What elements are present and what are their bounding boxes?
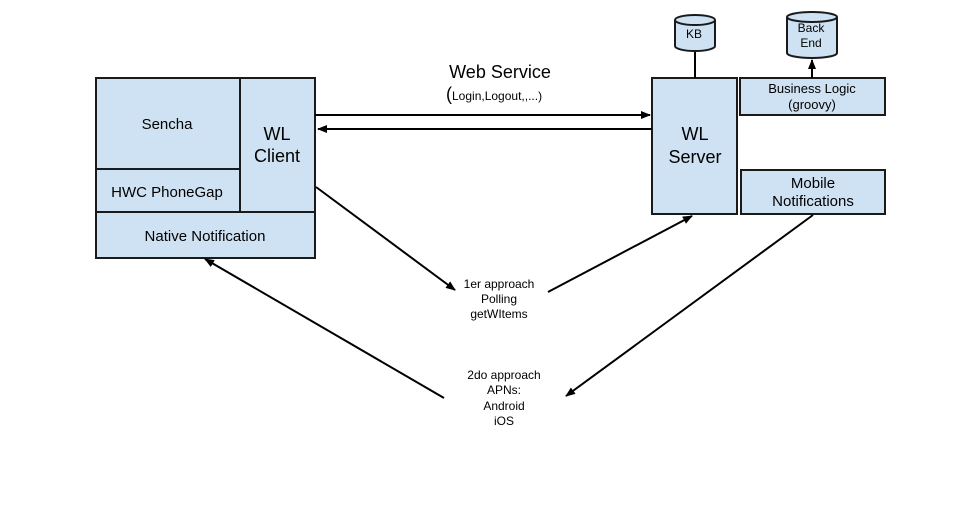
kb-label: KB — [686, 27, 702, 41]
approach2-line1: 2do approach — [467, 368, 540, 382]
client-to-polling-arrow — [315, 186, 456, 291]
wl-client-box — [239, 77, 316, 213]
sencha-box — [95, 77, 241, 170]
business-logic-box — [739, 77, 886, 116]
polling-to-server-arrow — [547, 215, 693, 293]
approach1-line2: Polling — [481, 292, 517, 306]
sencha-label: Sencha — [142, 116, 194, 133]
wl-client-label-line1: WL — [264, 124, 291, 144]
approach2-line4: iOS — [494, 414, 514, 428]
approach1-line3: getWItems — [470, 307, 527, 321]
back-end-label-line1: Back — [798, 21, 826, 35]
business-logic-label-line1: Business Logic — [768, 81, 856, 96]
wl-client-label-line2: Client — [254, 146, 300, 166]
hwc-phonegap-box — [95, 168, 241, 213]
native-notification-box — [95, 211, 316, 259]
kb-database-icon — [674, 14, 716, 52]
back-end-database-icon — [786, 11, 838, 59]
mobile-notifications-label-line1: Mobile — [791, 175, 835, 192]
wl-server-label-line1: WL — [682, 124, 709, 144]
web-service-title: Web Service — [449, 62, 551, 82]
wl-server-label-line2: Server — [668, 147, 721, 167]
approach2-line3: Android — [483, 399, 524, 413]
native-notification-label: Native Notification — [145, 228, 266, 245]
mobile-notifications-to-push-arrow — [565, 214, 814, 397]
web-service-detail: (Login,Logout,,...) — [446, 84, 542, 104]
hwc-phonegap-label: HWC PhoneGap — [111, 184, 223, 201]
wl-server-box — [651, 77, 738, 215]
business-logic-label-line2: (groovy) — [788, 97, 836, 112]
mobile-notifications-label-line2: Notifications — [772, 193, 854, 210]
back-end-label-line2: End — [800, 36, 821, 50]
approach2-line2: APNs: — [487, 383, 521, 397]
approach1-line1: 1er approach — [464, 277, 535, 291]
push-to-native-notification-arrow — [204, 258, 445, 399]
mobile-notifications-box — [740, 169, 886, 215]
